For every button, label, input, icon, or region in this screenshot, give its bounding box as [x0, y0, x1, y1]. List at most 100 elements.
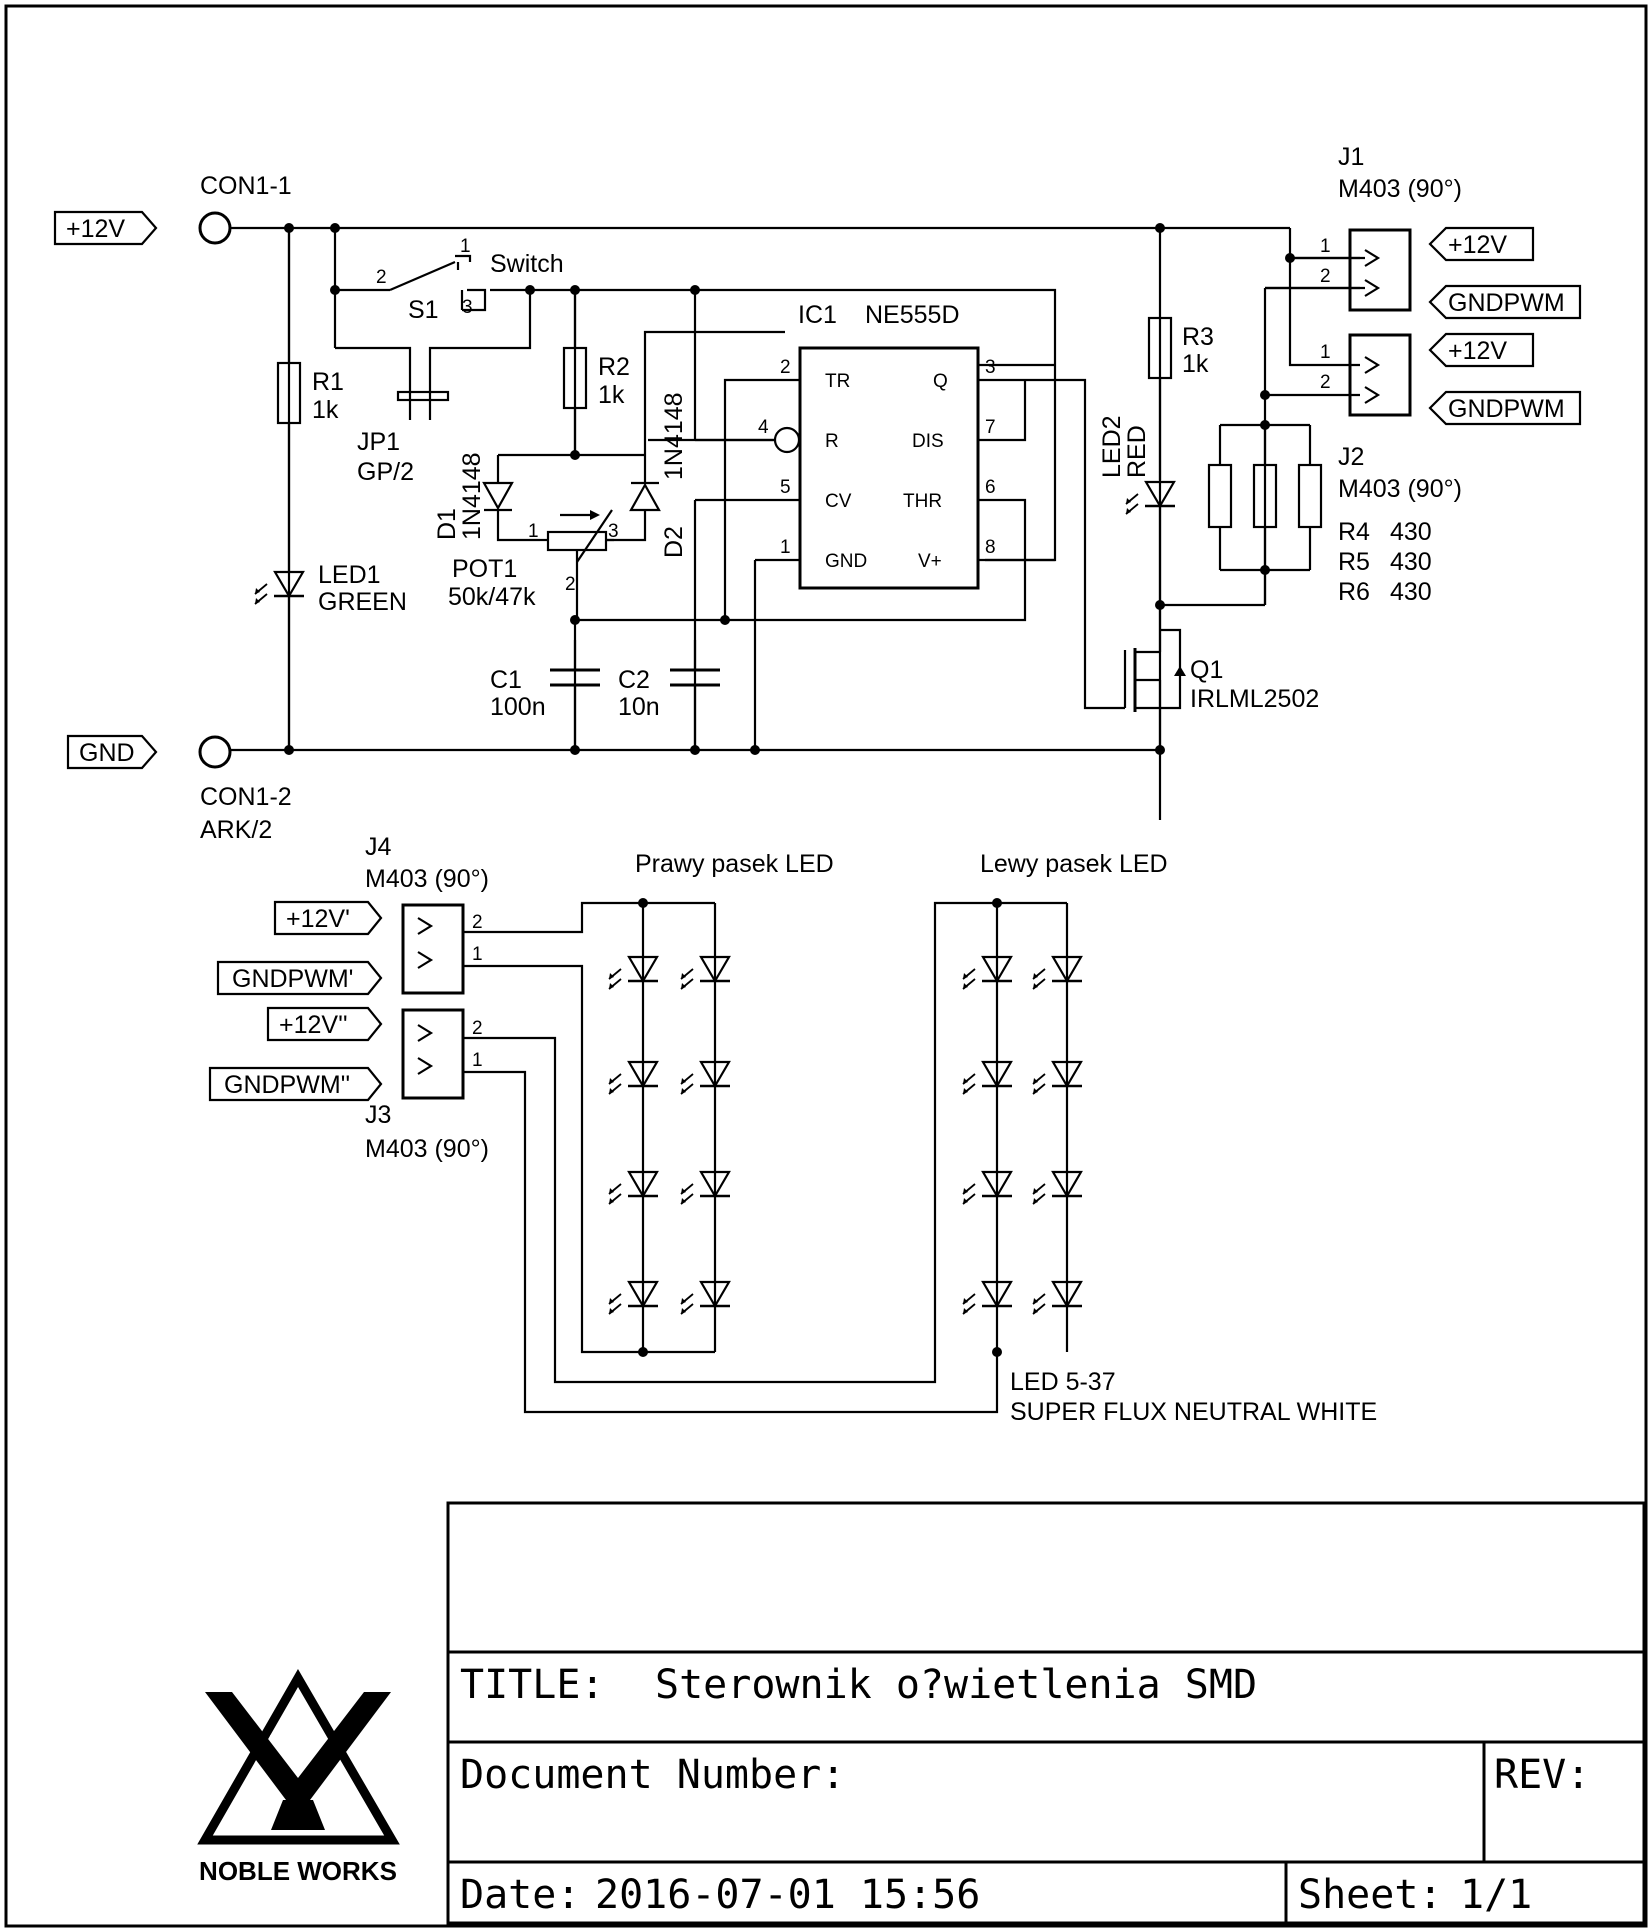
ic-pin-num-1: 1 — [780, 537, 791, 558]
led1-label: LED1 — [318, 561, 381, 589]
sheet-label: Sheet: — [1298, 1872, 1443, 1918]
j3-pin-2: 2 — [472, 1018, 483, 1039]
title-value: Sterownik o?wietlenia SMD — [655, 1662, 1257, 1708]
r5-label: R5 — [1338, 548, 1370, 576]
ic-pin-num-2: 2 — [780, 357, 791, 378]
j1-value: M403 (90°) — [1338, 175, 1462, 203]
r1-label: R1 — [312, 368, 344, 396]
r5-value: 430 — [1390, 548, 1432, 576]
led2-value: RED — [1123, 425, 1151, 478]
pot1-pin-1: 1 — [528, 521, 539, 542]
j2-value: M403 (90°) — [1338, 475, 1462, 503]
j1-label: J1 — [1338, 143, 1364, 171]
jp1-value: GP/2 — [357, 458, 414, 486]
j4-value: M403 (90°) — [365, 865, 489, 893]
j3-value: M403 (90°) — [365, 1135, 489, 1163]
document-number-label: Document Number: — [460, 1752, 845, 1798]
strip-left-label: Lewy pasek LED — [980, 850, 1168, 878]
j2-pin-1: 1 — [1320, 342, 1331, 363]
rev-label: REV: — [1494, 1752, 1590, 1798]
s1-pin-2: 2 — [376, 267, 387, 288]
led-desc-label: SUPER FLUX NEUTRAL WHITE — [1010, 1398, 1377, 1426]
s1-value: Switch — [490, 250, 564, 278]
port-j4-12v: +12V' — [273, 900, 383, 936]
con1-2-value: ARK/2 — [200, 816, 272, 844]
s1-label: S1 — [408, 296, 439, 324]
con1-1-label: CON1-1 — [200, 172, 292, 200]
pot1-label: POT1 — [452, 555, 517, 583]
port-j2-gndpwm: GNDPWM — [1428, 390, 1582, 426]
port-j2-12v: +12V — [1428, 332, 1535, 368]
port-gnd-label: GND — [79, 739, 135, 767]
c2-label: C2 — [618, 666, 650, 694]
s1-pin-3: 3 — [462, 297, 473, 318]
strip-leds-right — [607, 955, 732, 1316]
date-value: 2016-07-01 15:56 — [595, 1872, 980, 1918]
title-block: TITLE: Sterownik o?wietlenia SMD Documen… — [446, 1501, 1646, 1925]
j2-pin-2: 2 — [1320, 372, 1331, 393]
d2-value: 1N4148 — [660, 392, 688, 480]
q1-value: IRLML2502 — [1190, 685, 1319, 713]
ic-pin-thr: THR — [903, 491, 942, 512]
port-j3-gndpwm-label: GNDPWM'' — [224, 1071, 350, 1099]
led-part-label: LED 5-37 — [1010, 1368, 1116, 1396]
q1-label: Q1 — [1190, 656, 1223, 684]
c2-value: 10n — [618, 693, 660, 721]
ic-pin-dis: DIS — [912, 431, 944, 452]
j3-connector — [401, 1008, 465, 1100]
port-12v-main: +12V — [53, 210, 158, 246]
r4-r6-bank — [1160, 423, 1323, 607]
j1-connector — [1265, 228, 1412, 312]
ic-pin-q: Q — [933, 371, 948, 392]
con1-1-terminal — [198, 211, 232, 245]
c1-value: 100n — [490, 693, 546, 721]
ic-pin-gnd: GND — [825, 551, 867, 572]
ic1-label: IC1 — [798, 301, 837, 329]
pot1-pin-2: 2 — [565, 574, 576, 595]
strip-right-label: Prawy pasek LED — [635, 850, 834, 878]
j2-connector — [1348, 333, 1412, 417]
port-j1-12v: +12V — [1428, 226, 1535, 262]
ic-pin-num-4: 4 — [758, 417, 769, 438]
j4-pin-2: 2 — [472, 912, 483, 933]
port-j3-gndpwm: GNDPWM'' — [208, 1066, 383, 1102]
j1-pin-1: 1 — [1320, 236, 1331, 257]
j4-pin-1: 1 — [472, 944, 483, 965]
port-j3-12v: +12V'' — [266, 1006, 383, 1042]
jp1-label: JP1 — [357, 428, 400, 456]
port-j4-gndpwm: GNDPWM' — [216, 960, 383, 996]
r2-value: 1k — [598, 381, 625, 409]
wires-top — [231, 226, 1360, 820]
j2-label: J2 — [1338, 443, 1364, 471]
j4-connector — [401, 903, 465, 995]
port-gnd-main: GND — [66, 734, 158, 770]
r6-label: R6 — [1338, 578, 1370, 606]
pot1-value: 50k/47k — [448, 583, 536, 611]
port-j4-gndpwm-label: GNDPWM' — [232, 965, 353, 993]
ic-pin-cv: CV — [825, 491, 852, 512]
d2-label: D2 — [660, 526, 688, 558]
date-label: Date: — [460, 1872, 580, 1918]
r1-led1-branch — [253, 228, 306, 750]
ic-pin-r: R — [825, 431, 839, 452]
led2-label: LED2 — [1098, 415, 1126, 478]
r4-label: R4 — [1338, 518, 1370, 546]
sheet-value: 1/1 — [1460, 1872, 1532, 1918]
ic-pin-num-7: 7 — [985, 417, 996, 438]
junction-dots — [284, 223, 1295, 755]
c1-label: C1 — [490, 666, 522, 694]
con1-2-label: CON1-2 — [200, 783, 292, 811]
connector-pin-numbers: 1 2 1 2 2 1 2 1 1 2 3 1 3 2 — [376, 236, 1331, 1071]
ic-pin-num-3: 3 — [985, 357, 996, 378]
q1-mosfet — [1123, 605, 1186, 750]
r3-label: R3 — [1182, 323, 1214, 351]
j1-pin-2: 2 — [1320, 266, 1331, 287]
port-12v-label: +12V — [66, 215, 125, 243]
strip-wires — [463, 898, 1069, 1414]
port-j1-gndpwm: GNDPWM — [1428, 284, 1582, 320]
r3-value: 1k — [1182, 350, 1209, 378]
j4-label: J4 — [365, 833, 392, 861]
port-j2-12v-label: +12V — [1448, 337, 1507, 365]
ic1-pin-labels: TR Q R DIS CV THR GND V+ 2 4 5 1 3 7 6 8 — [758, 357, 996, 572]
